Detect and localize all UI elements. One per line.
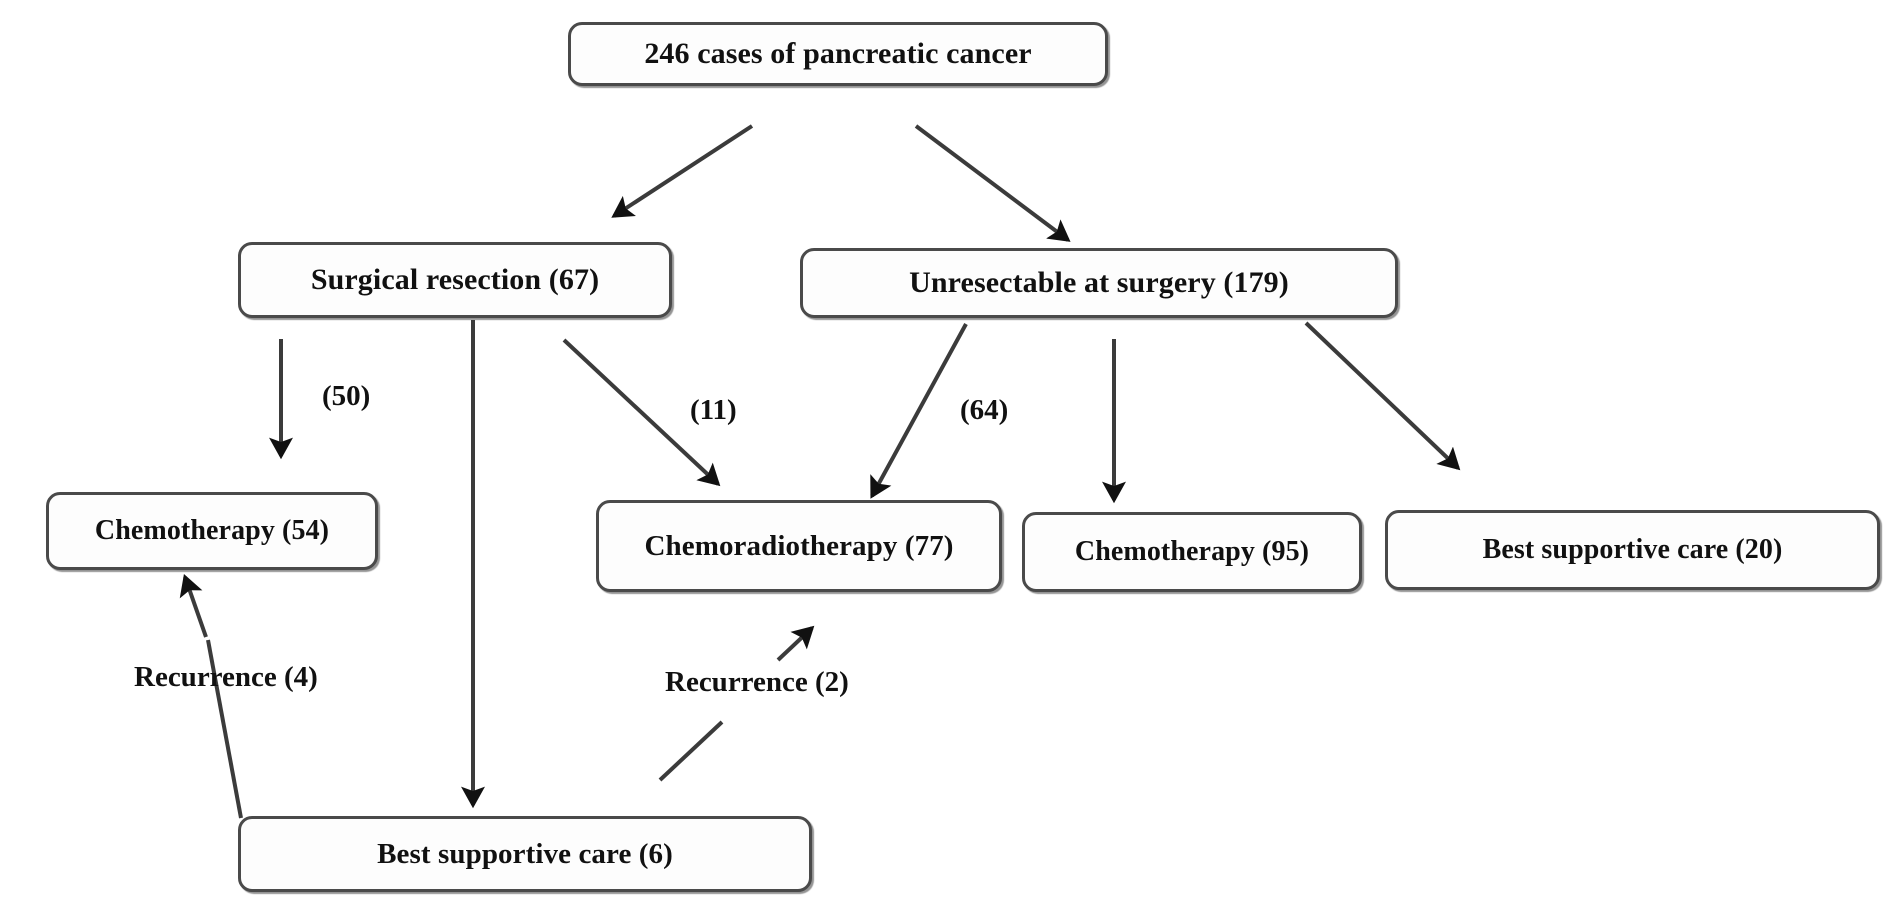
label-64: (64) <box>960 394 1009 426</box>
node-label: Surgical resection (67) <box>310 263 600 296</box>
node-label: Chemotherapy (54) <box>94 515 330 546</box>
label-recurrence4: Recurrence (4) <box>134 661 318 693</box>
edge-total-to-unresectable <box>914 124 1071 242</box>
edge-bsc6-to-chemorad77-head <box>776 625 815 662</box>
node-chemo54[interactable]: Chemotherapy (54) <box>46 492 378 570</box>
node-label: Chemoradiotherapy (77) <box>644 529 954 562</box>
edge-bsc6-to-chemorad77-stem <box>658 720 724 782</box>
node-label: Best supportive care (20) <box>1482 534 1783 565</box>
node-chemo95[interactable]: Chemotherapy (95) <box>1022 512 1362 592</box>
node-label: Best supportive care (6) <box>377 837 673 870</box>
edge-unresectable-to-chemorad77 <box>870 323 968 499</box>
node-bsc20[interactable]: Best supportive care (20) <box>1385 510 1880 590</box>
node-label: 246 cases of pancreatic cancer <box>644 37 1032 70</box>
edge-total-to-surgical <box>611 124 754 218</box>
edge-bsc6-to-chemo54-head <box>179 573 208 638</box>
node-label: Unresectable at surgery (179) <box>909 266 1289 299</box>
label-50: (50) <box>322 380 371 412</box>
label-recurrence2: Recurrence (2) <box>665 666 849 698</box>
node-total[interactable]: 246 cases of pancreatic cancer <box>568 22 1108 86</box>
edge-unresectable-to-bsc20 <box>1304 321 1461 471</box>
node-surgical[interactable]: Surgical resection (67) <box>238 242 672 318</box>
node-bsc6[interactable]: Best supportive care (6) <box>238 816 812 892</box>
node-unresectable[interactable]: Unresectable at surgery (179) <box>800 248 1398 318</box>
node-label: Chemotherapy (95) <box>1074 536 1310 567</box>
node-chemorad77[interactable]: Chemoradiotherapy (77) <box>596 500 1002 592</box>
label-11: (11) <box>690 394 737 426</box>
